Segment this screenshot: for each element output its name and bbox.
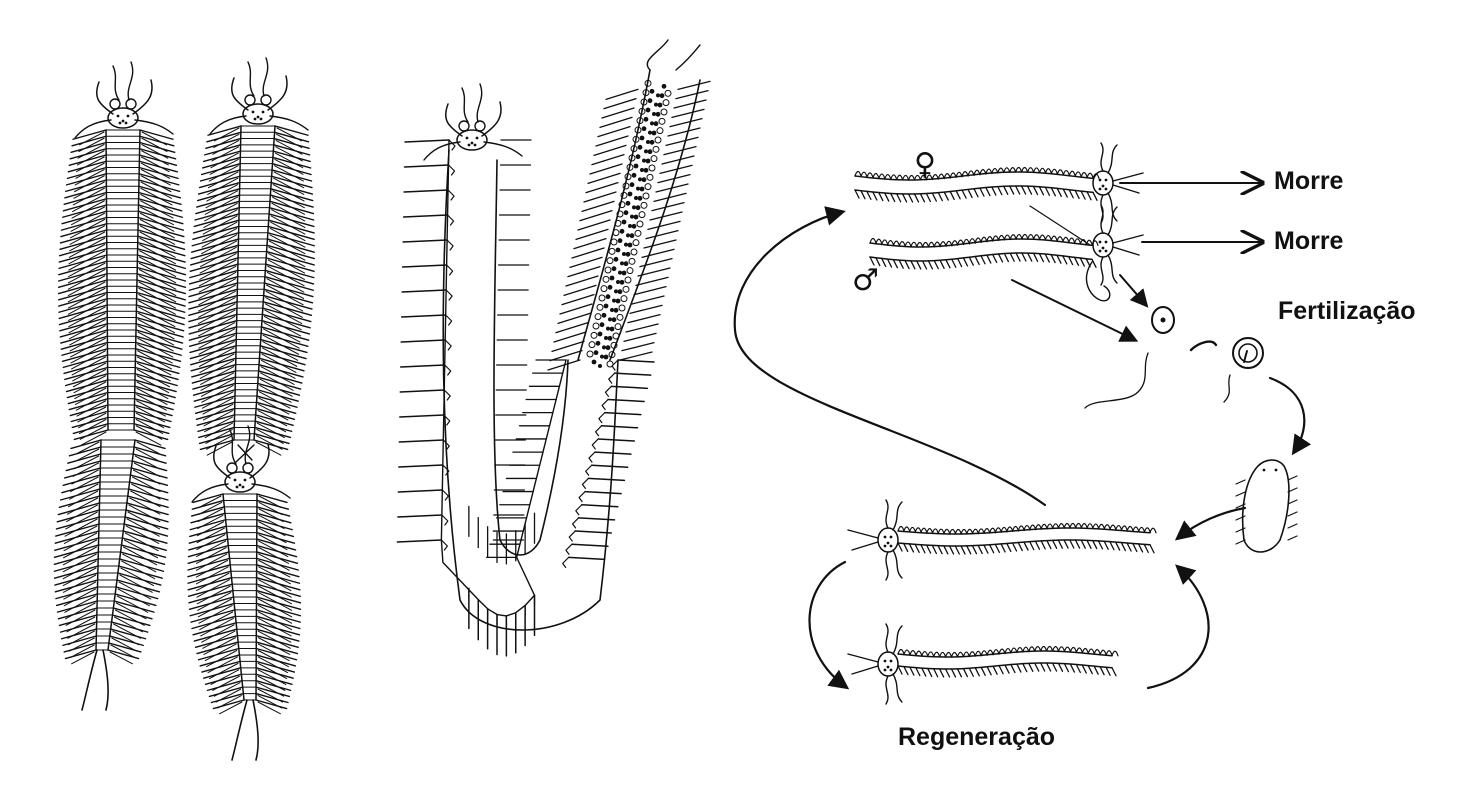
worm-left-elongated <box>53 61 187 711</box>
label-fertilization: Fertilização <box>1278 297 1416 325</box>
panel-life-cycle <box>733 142 1312 705</box>
arrow-to-gametes <box>1011 279 1139 342</box>
arrow-release <box>1119 274 1149 308</box>
label-dies-male: Morre <box>1274 227 1344 255</box>
egg-cell <box>1151 306 1175 334</box>
worm-regenerating-top <box>847 499 1157 581</box>
arrow-regen-down <box>808 560 850 690</box>
worm-regenerating-bottom <box>847 623 1119 705</box>
panel-u-shaped-worm <box>396 39 711 657</box>
arrow-to-larva <box>1268 376 1312 456</box>
trochophore-larva <box>1235 459 1298 553</box>
female-symbol-icon: ♀ <box>914 147 936 182</box>
arrow-adult-to-sexual <box>733 206 1047 507</box>
label-dies-female: Morre <box>1274 167 1344 195</box>
worm-u-shaped <box>396 83 655 657</box>
worm-male <box>869 204 1144 302</box>
arrow-larva-to-adult <box>1174 506 1247 541</box>
male-symbol-icon: ♂ <box>852 263 879 298</box>
worm-female <box>854 142 1144 224</box>
worm-left-budding <box>187 57 315 761</box>
cycle-arrows <box>733 183 1312 690</box>
worm-epitoke-stolon <box>547 39 711 371</box>
arrow-regen-up <box>1146 564 1210 690</box>
fertilized-egg <box>1232 337 1264 369</box>
sperm-cells <box>1084 340 1231 409</box>
label-regeneration: Regeneração <box>898 723 1056 751</box>
panel-stolon-worms <box>53 57 315 761</box>
